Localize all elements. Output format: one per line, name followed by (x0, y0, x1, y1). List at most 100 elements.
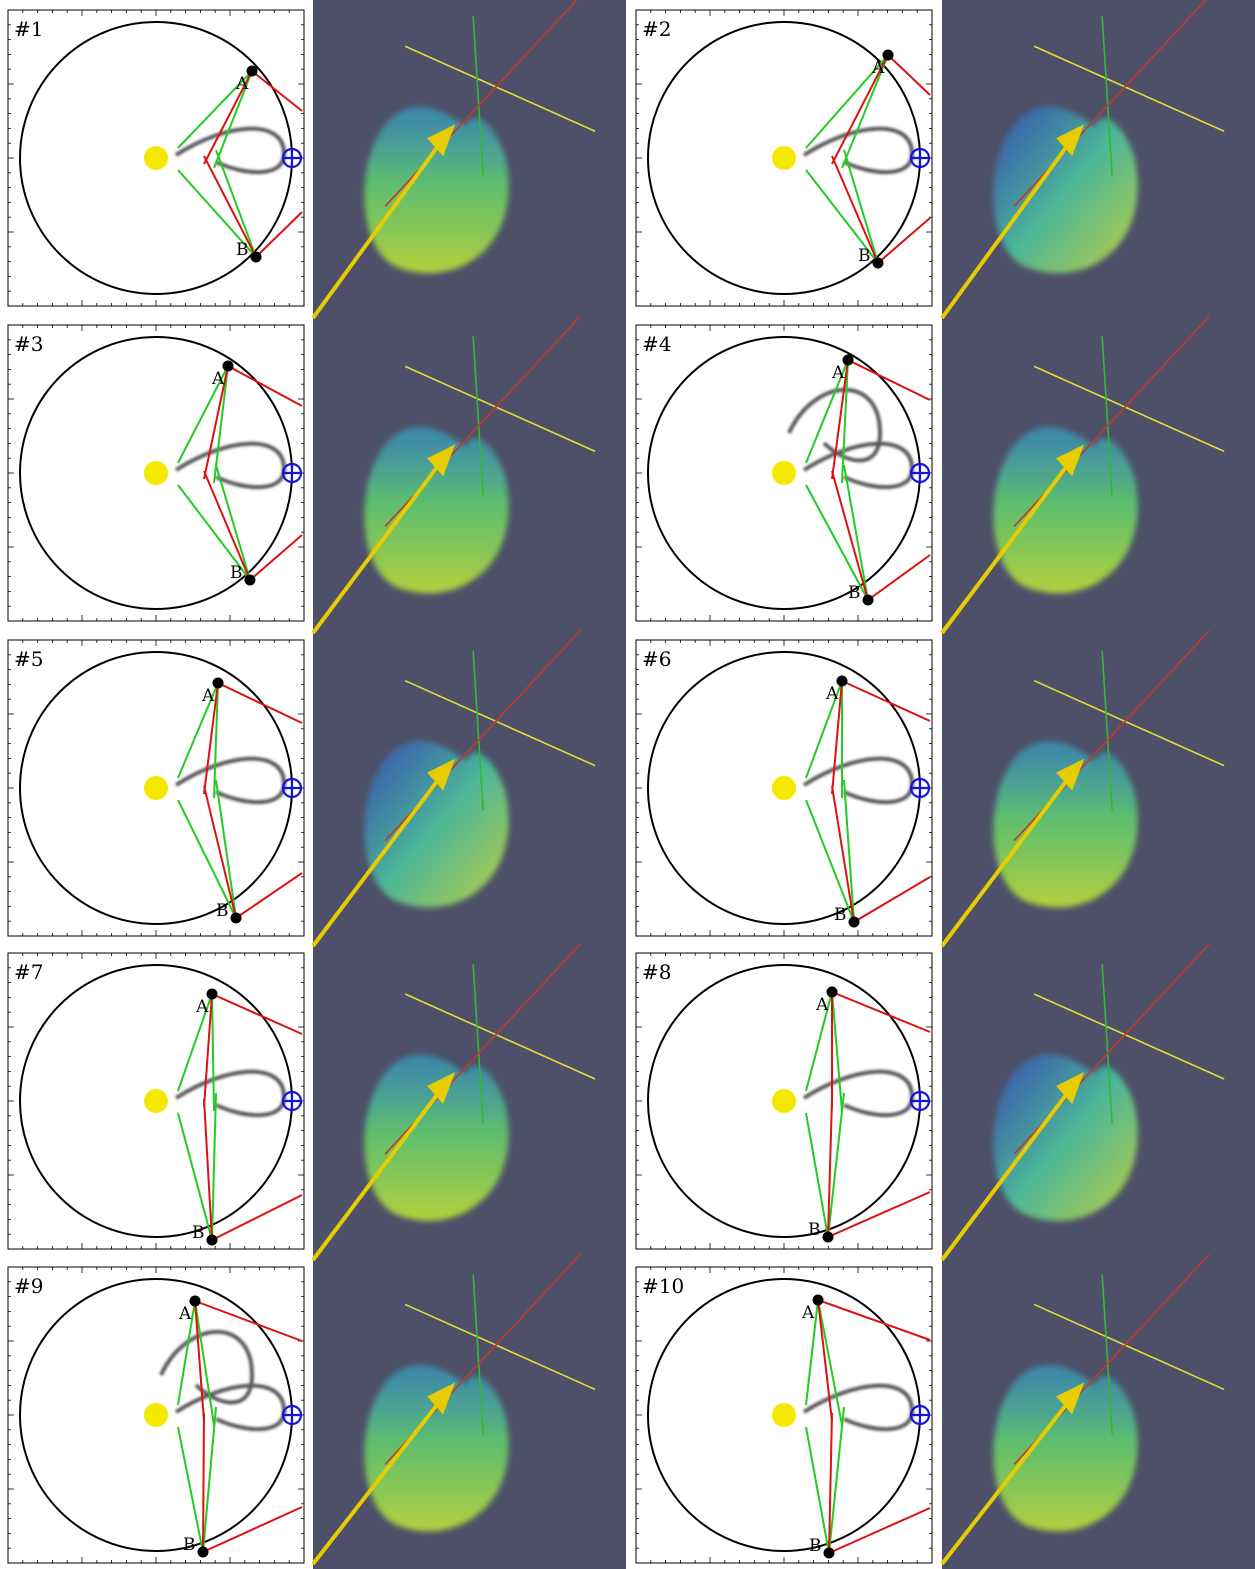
sun-icon (144, 461, 168, 485)
sightline (194, 1300, 205, 1422)
green-sightlines (805, 680, 855, 923)
panel-id-label: #10 (642, 1274, 684, 1298)
cme-flux-rope (993, 1054, 1138, 1221)
axis-line (472, 16, 484, 177)
sightline (251, 70, 303, 112)
sightline (177, 993, 213, 1092)
cme-body (364, 1054, 509, 1221)
cme-loop-path (802, 1069, 915, 1118)
spacecraft-b-marker (244, 574, 256, 586)
sun-icon (772, 1403, 796, 1427)
cme-flux-rope (364, 1364, 509, 1532)
view-direction-arrow (940, 124, 1085, 320)
spacecraft-b-marker (822, 1231, 834, 1243)
view-direction-arrow (311, 444, 456, 635)
panel-id-label: #7 (14, 960, 43, 984)
sightline (877, 217, 931, 264)
cme-loop (802, 1069, 915, 1118)
axis-line (1033, 993, 1225, 1080)
spacecraft-b-marker (848, 916, 860, 928)
panel-id-label: #2 (642, 17, 671, 41)
panel-id-label: #6 (642, 647, 671, 671)
sightline (211, 993, 303, 1035)
spacecraft-b-label: B (809, 1536, 822, 1556)
axis-line (1101, 336, 1113, 497)
sightline (203, 365, 229, 480)
arrow-head (427, 444, 456, 477)
sightline (213, 682, 219, 799)
cme-loop-path (174, 126, 287, 175)
orbit-plot-2: #2AB (635, 9, 933, 307)
orbit-plot-5: #5AB (7, 639, 305, 937)
red-sightlines (817, 1299, 931, 1554)
spacecraft-a-label: A (235, 74, 249, 94)
earth-icon (909, 777, 931, 799)
sightline (211, 993, 215, 1112)
frame-ticks (7, 324, 305, 622)
spacecraft-b-marker (250, 251, 262, 263)
sightline (177, 365, 229, 464)
spacecraft-b-marker (197, 1546, 209, 1558)
axis-line (404, 365, 596, 453)
sightline (177, 1426, 204, 1553)
cme-loop (174, 441, 287, 490)
sightline (213, 365, 229, 484)
spacecraft-a-marker (246, 65, 258, 77)
cme-flux-rope (364, 1054, 509, 1221)
frame-ticks (7, 1266, 305, 1564)
red-sightlines (831, 359, 931, 601)
earth-icon (281, 1404, 303, 1426)
panel-id-label: #4 (642, 332, 671, 356)
sightline (202, 1412, 205, 1553)
spacecraft-b-label: B (858, 246, 871, 266)
panels-grid: #1AB#2AB#3AB#4AB#5AB#6AB#7AB#8AB#9AB#10A… (7, 0, 1255, 1569)
sightline (211, 1194, 303, 1241)
spacecraft-a-label: A (815, 995, 829, 1015)
cme-loop-path (174, 1383, 287, 1432)
spacecraft-b-marker (862, 594, 874, 606)
axis-line (1101, 650, 1113, 811)
cme-loop (174, 126, 287, 175)
sightline (177, 1112, 213, 1241)
spacecraft-b-label: B (192, 1223, 205, 1243)
axis-line (472, 650, 484, 811)
sightline (827, 1098, 833, 1238)
sun-icon (144, 146, 168, 170)
sightline (841, 680, 931, 722)
cme-body (364, 1364, 509, 1532)
earth-icon (281, 147, 303, 169)
sightline (177, 484, 251, 581)
sightline (202, 1506, 303, 1553)
arrow-head (1056, 124, 1085, 157)
sightline (203, 470, 251, 581)
sun-icon (772, 146, 796, 170)
spacecraft-a-marker (222, 360, 234, 372)
cme-flux-rope (993, 1364, 1138, 1532)
axis-line (404, 1303, 596, 1391)
cme-flux-rope (993, 106, 1138, 274)
frame-ticks (7, 639, 305, 937)
sightline (817, 1299, 843, 1426)
cme-flux-rope (993, 426, 1138, 594)
spacecraft-a-marker (206, 988, 218, 1000)
axis-line (1033, 365, 1225, 453)
axis-line (1101, 963, 1113, 1125)
earth-icon (909, 1404, 931, 1426)
sightline (827, 1092, 845, 1238)
sightline (217, 682, 303, 724)
view-direction-arrow (940, 444, 1085, 635)
spacecraft-b-label: B (183, 1535, 196, 1555)
arrow-shaft (940, 1082, 1076, 1262)
arrow-head (1056, 444, 1085, 477)
sightline (831, 991, 843, 1112)
sightline (215, 779, 237, 919)
orbit-plot-1: #1AB (7, 9, 305, 307)
sightline (841, 54, 889, 169)
cme-body (993, 426, 1138, 594)
sightline (827, 1191, 931, 1238)
cme-render-5 (311, 630, 626, 951)
sun-icon (772, 776, 796, 800)
sightline (841, 359, 849, 484)
spacecraft-b-marker (206, 1234, 218, 1246)
cme-loop (174, 1069, 287, 1118)
